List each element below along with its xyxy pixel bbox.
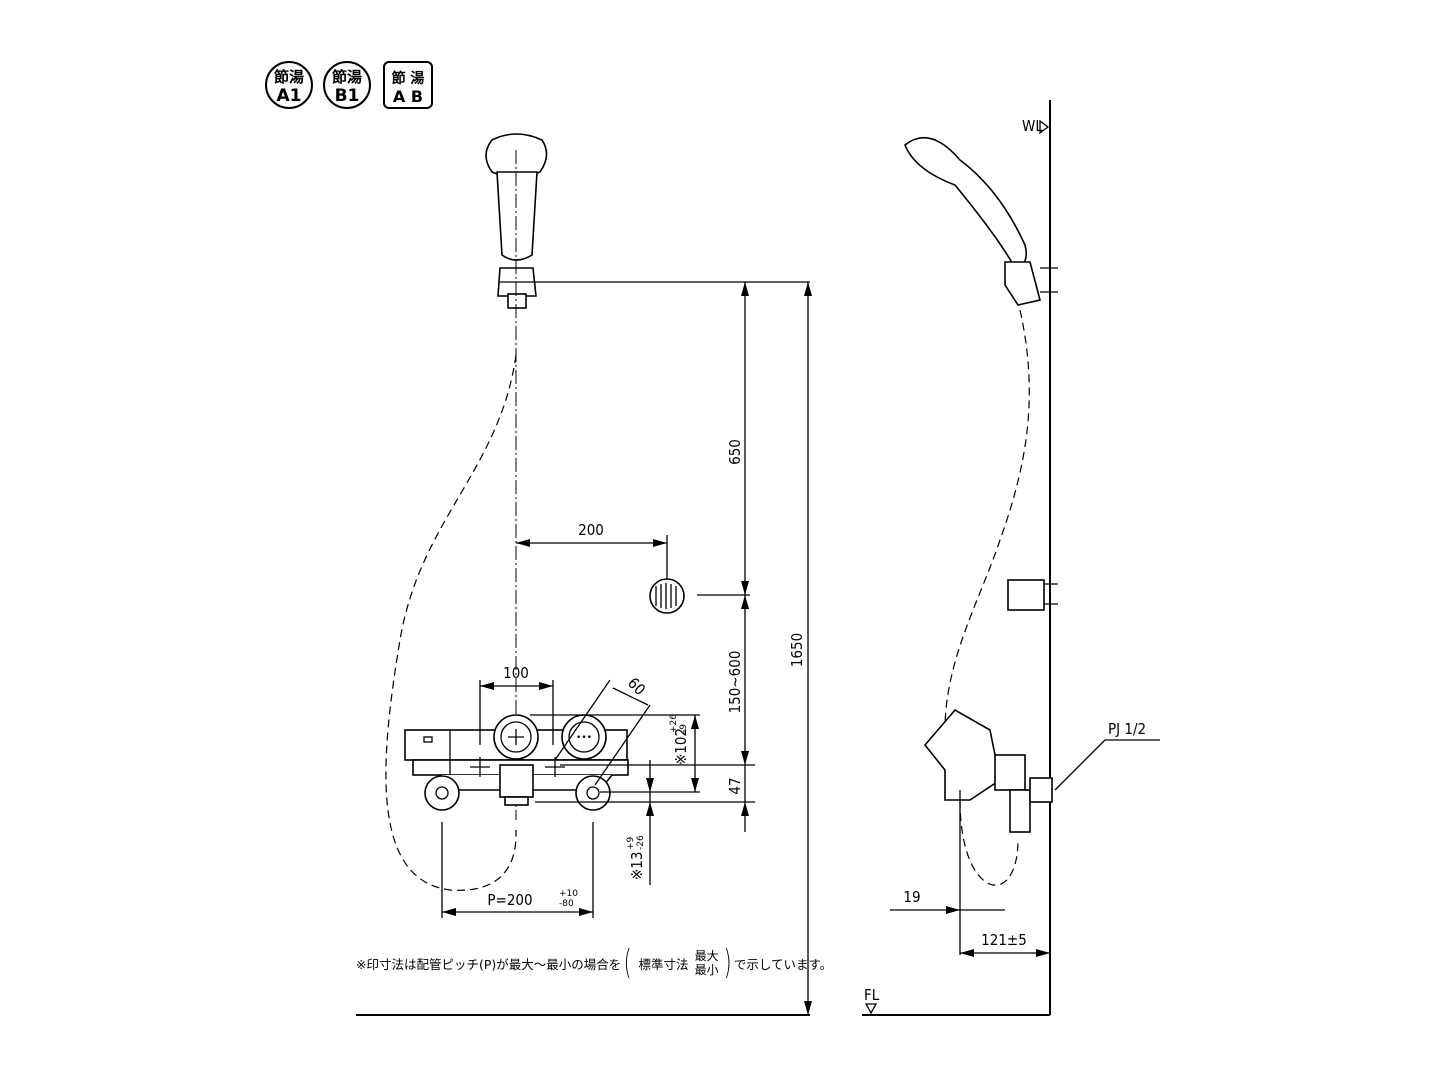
elbow-right: [575, 775, 611, 811]
svg-text:-26: -26: [636, 835, 646, 850]
svg-text:節湯: 節湯: [332, 68, 362, 86]
svg-text:•••: •••: [576, 733, 592, 743]
svg-text:47: 47: [726, 777, 744, 794]
footnote-standard: 標準寸法: [638, 956, 689, 972]
svg-text:A1: A1: [277, 86, 302, 106]
wall-holder: [649, 578, 685, 614]
svg-text:節湯: 節湯: [274, 68, 304, 86]
svg-text:P=200: P=200: [487, 891, 532, 909]
svg-text:150~600: 150~600: [726, 651, 744, 714]
svg-text:※13: ※13: [628, 852, 646, 880]
svg-text:節 湯: 節 湯: [392, 70, 425, 87]
badge-ab: 節 湯 A B: [383, 61, 433, 109]
hose: [385, 354, 517, 891]
badge-a1: 節湯 A1: [265, 61, 313, 109]
svg-text:※102: ※102: [672, 728, 690, 765]
svg-text:+9: +9: [626, 836, 636, 850]
svg-text:FL: FL: [864, 986, 880, 1004]
hose-side: [944, 309, 1030, 731]
svg-text:200: 200: [578, 521, 604, 539]
svg-text:-9: -9: [679, 724, 689, 733]
svg-text:100: 100: [503, 664, 529, 682]
svg-text:B1: B1: [335, 86, 360, 106]
svg-text:A B: A B: [393, 87, 423, 106]
shower-handle: [496, 171, 538, 261]
svg-text:121±5: 121±5: [981, 931, 1027, 949]
svg-text:-80: -80: [559, 899, 574, 909]
front-view: 650 1650 200 150~600 •••: [356, 133, 812, 1016]
svg-text:1650: 1650: [788, 633, 806, 667]
badge-b1: 節湯 B1: [323, 61, 371, 109]
footnote: ※印寸法は配管ピッチ(P)が最大～最小の場合を ( 標準寸法 最大 最小 ) で…: [356, 943, 833, 983]
footnote-tail: で示しています。: [733, 956, 833, 972]
svg-text:WL: WL: [1022, 117, 1043, 135]
side-view: WL FL PJ 1/2 19 121±5: [862, 100, 1160, 1016]
svg-text:650: 650: [726, 439, 744, 465]
svg-text:+26: +26: [669, 714, 679, 733]
footnote-main: ※印寸法は配管ピッチ(P)が最大～最小の場合を: [356, 956, 622, 972]
footnote-min: 最小: [694, 963, 719, 977]
footnote-max: 最大: [694, 949, 719, 963]
svg-text:PJ 1/2: PJ 1/2: [1108, 720, 1146, 738]
faucet-side: [923, 708, 1001, 801]
svg-text:+10: +10: [559, 889, 578, 899]
svg-text:19: 19: [903, 888, 920, 906]
elbow-left: [424, 775, 460, 811]
